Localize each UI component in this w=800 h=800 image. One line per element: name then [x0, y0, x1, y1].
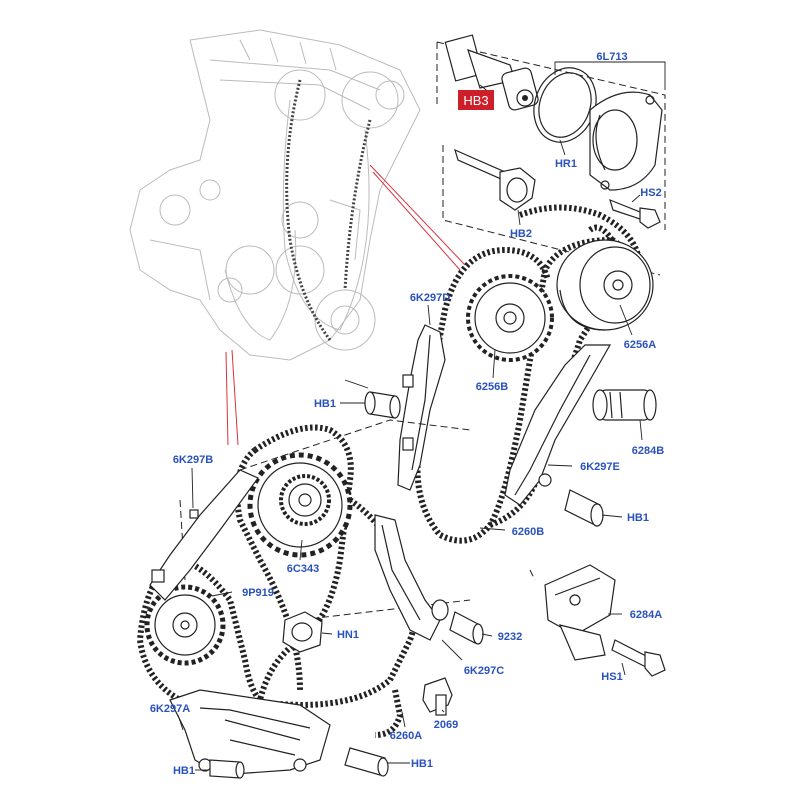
guide-6k297e	[504, 344, 612, 506]
cam-phaser-sprocket	[556, 239, 654, 331]
pin-hb1-bottom-mid	[344, 747, 389, 777]
guide-6k297b	[149, 469, 259, 601]
label-hb1-bottom-mid: HB1	[411, 758, 433, 770]
guide-6k297d	[397, 324, 446, 491]
pin-hb1-left-mid	[344, 379, 401, 419]
upper-timing-chain	[414, 224, 618, 544]
label-hb3: HB3	[463, 93, 488, 108]
exploded-box-lower	[179, 419, 536, 621]
label-hs1: HS1	[601, 671, 622, 683]
label-6k297e: 6K297E	[580, 461, 620, 473]
label-6c343: 6C343	[287, 563, 319, 575]
label-6256a: 6256A	[624, 339, 656, 351]
tensioner-6284a	[544, 564, 616, 661]
stud-2069	[422, 677, 453, 716]
label-hb2: HB2	[510, 228, 532, 240]
label-6k297a: 6K297A	[150, 703, 190, 715]
label-hr1: HR1	[555, 158, 577, 170]
sprocket-6c343	[247, 452, 353, 558]
label-6256b: 6256B	[476, 381, 508, 393]
guide-6k297c	[374, 514, 449, 641]
label-9232: 9232	[498, 631, 522, 643]
guide-6k297a	[169, 689, 331, 776]
label-6284a: 6284A	[630, 609, 662, 621]
bolt-hs2	[609, 198, 661, 229]
bolt-hb2	[454, 148, 536, 211]
solenoid-part	[444, 34, 539, 111]
label-6l713: 6L713	[596, 51, 627, 63]
nut-hn1	[282, 611, 323, 653]
label-9p919: 9P919	[242, 587, 274, 599]
label-6260a: 6260A	[390, 730, 422, 742]
label-6284b: 6284B	[632, 445, 664, 457]
label-hb1-left-mid: HB1	[314, 398, 336, 410]
sprocket-6256b	[466, 274, 554, 362]
label-6k297c: 6K297C	[464, 665, 504, 677]
callout-lines	[225, 164, 466, 446]
bolt-hs1	[611, 639, 666, 677]
label-6k297b: 6K297B	[173, 454, 213, 466]
pin-hb1-bottom-left	[209, 759, 245, 779]
label-hb1-bottom-left: HB1	[173, 765, 195, 777]
hb3-highlight-box	[458, 90, 494, 110]
pin-hb1-right-mid	[564, 489, 604, 527]
engine-overview-illustration	[129, 29, 421, 361]
label-2069: 2069	[434, 719, 458, 731]
cover-part	[589, 91, 663, 191]
label-hn1: HN1	[337, 629, 359, 641]
label-6260b: 6260B	[512, 526, 544, 538]
tensioner-6284b	[592, 389, 657, 421]
sprocket-9p919	[144, 584, 226, 666]
pin-9232	[449, 611, 484, 645]
label-hs2-top: HS2	[640, 187, 661, 199]
label-6k297d: 6K297D	[410, 292, 450, 304]
label-hb1-right-mid: HB1	[627, 512, 649, 524]
